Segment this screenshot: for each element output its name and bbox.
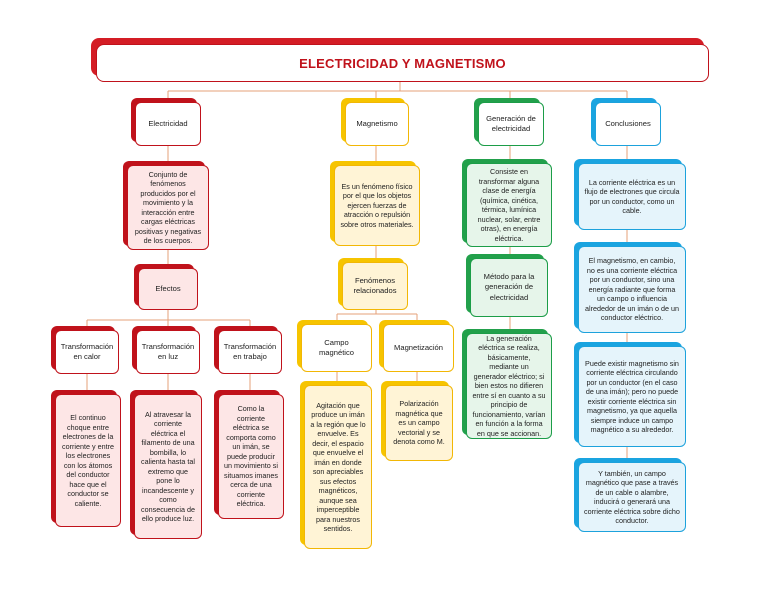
magnetismo-heading: Magnetismo [356, 118, 398, 128]
transformacion-calor-text: El continuo choque entre electrones de l… [62, 413, 114, 508]
magnetizacion-node: Magnetización [383, 324, 454, 372]
electricidad-heading: Electricidad [148, 118, 188, 128]
transformacion-luz-text: Al atravesar la corriente eléctrica el f… [141, 409, 195, 524]
transformacion-luz-node: Transformación en luz [136, 330, 200, 374]
magnetismo-definition: Es un fenómeno físico por el que los obj… [340, 181, 414, 229]
transformacion-trabajo-heading: Transformación en trabajo [223, 341, 277, 361]
generacion-definition: Consiste en transformar alguna clase de … [477, 167, 541, 243]
transformacion-luz-heading: Transformación en luz [141, 341, 195, 361]
metodo-generacion-node: Método para la generación de electricida… [470, 258, 548, 317]
campo-magnetico-text: Agitación que produce un imán a la regió… [310, 400, 366, 534]
conclusion-node-1: La corriente eléctrica es un flujo de el… [578, 163, 686, 230]
magnetizacion-heading: Magnetización [394, 342, 443, 352]
conclusiones-node: Conclusiones [595, 102, 661, 146]
conclusion-text-3: Puede existir magnetismo sin corriente e… [585, 358, 679, 435]
conclusion-node-2: El magnetismo, en cambio, no es una corr… [578, 246, 686, 333]
conclusion-node-4: Y también, un campo magnético que pase a… [578, 462, 686, 532]
conclusion-text-1: La corriente eléctrica es un flujo de el… [584, 177, 680, 216]
campo-magnetico-heading: Campo magnético [318, 337, 355, 357]
electricidad-definition: Conjunto de fenómenos producidos por el … [134, 169, 202, 246]
transformacion-trabajo-text: Como la corriente eléctrica se comporta … [224, 404, 278, 509]
metodo-generacion-text: La generación eléctrica se realiza, bási… [472, 333, 546, 438]
title-banner: ELECTRICIDAD Y MAGNETISMO [96, 44, 709, 82]
transformacion-trabajo-node: Transformación en trabajo [218, 330, 282, 374]
metodo-generacion-heading: Método para la generación de electricida… [483, 272, 535, 302]
efectos-node: Efectos [138, 268, 198, 310]
generacion-node: Generación de electricidad [478, 102, 544, 146]
electricidad-node: Electricidad [135, 102, 201, 146]
magnetismo-definition-node: Es un fenómeno físico por el que los obj… [334, 165, 420, 246]
metodo-generacion-text-node: La generación eléctrica se realiza, bási… [466, 333, 552, 439]
magnetismo-node: Magnetismo [345, 102, 409, 146]
generacion-definition-node: Consiste en transformar alguna clase de … [466, 163, 552, 247]
magnetizacion-text-node: Polarización magnética que es un campo v… [385, 385, 453, 461]
electricidad-definition-node: Conjunto de fenómenos producidos por el … [127, 165, 209, 250]
transformacion-calor-node: Transformación en calor [55, 330, 119, 374]
transformacion-calor-heading: Transformación en calor [60, 341, 114, 361]
page-title: ELECTRICIDAD Y MAGNETISMO [299, 55, 506, 71]
campo-magnetico-node: Campo magnético [301, 324, 372, 372]
efectos-label: Efectos [155, 283, 181, 293]
fenomenos-relacionados-label: Fenómenos relacionados [353, 275, 397, 295]
conclusion-node-3: Puede existir magnetismo sin corriente e… [578, 346, 686, 447]
campo-magnetico-text-node: Agitación que produce un imán a la regió… [304, 385, 372, 549]
conclusion-text-4: Y también, un campo magnético que pase a… [584, 468, 680, 526]
fenomenos-relacionados-node: Fenómenos relacionados [342, 262, 408, 310]
conclusiones-heading: Conclusiones [605, 118, 651, 128]
transformacion-trabajo-text-node: Como la corriente eléctrica se comporta … [218, 394, 284, 519]
generacion-heading: Generación de electricidad [486, 113, 536, 133]
transformacion-calor-text-node: El continuo choque entre electrones de l… [55, 394, 121, 527]
conclusion-text-2: El magnetismo, en cambio, no es una corr… [585, 256, 679, 323]
transformacion-luz-text-node: Al atravesar la corriente eléctrica el f… [134, 394, 202, 539]
magnetizacion-text: Polarización magnética que es un campo v… [393, 399, 445, 447]
